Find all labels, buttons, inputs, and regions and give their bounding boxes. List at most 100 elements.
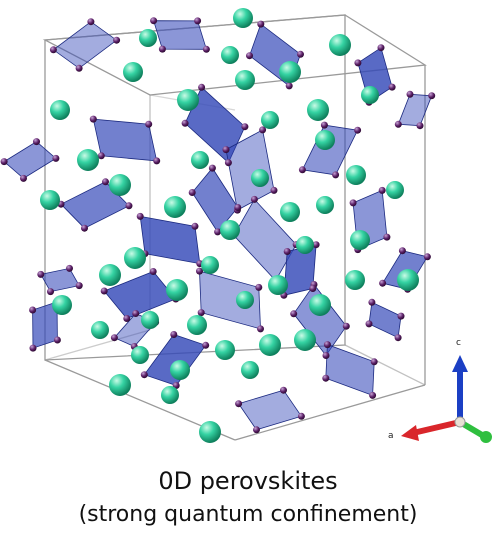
anion-atom — [298, 166, 306, 174]
anion-atom — [309, 285, 317, 292]
anion-atom — [20, 174, 27, 182]
octahedron — [368, 301, 402, 339]
cation-sphere — [350, 230, 370, 250]
cation-sphere — [397, 269, 419, 291]
anion-atom — [241, 123, 249, 131]
cation-sphere — [77, 149, 99, 171]
anion-atom — [255, 283, 263, 291]
cation-sphere — [109, 174, 131, 196]
cation-sphere — [279, 61, 301, 83]
c-axis-arrow — [452, 355, 468, 372]
anion-atom — [136, 212, 144, 220]
cation-sphere — [241, 361, 259, 379]
cation-sphere — [109, 374, 131, 396]
cation-sphere — [187, 315, 207, 335]
anion-atom — [398, 247, 406, 255]
anion-atom — [377, 44, 385, 52]
anion-atom — [406, 90, 414, 98]
octahedron — [139, 215, 201, 265]
anion-atom — [222, 146, 230, 154]
anion-atom — [87, 18, 95, 26]
anion-atom — [235, 400, 243, 408]
cation-sphere — [170, 360, 190, 380]
anion-atom — [123, 315, 131, 322]
anion-atoms-layer — [0, 17, 436, 434]
cation-sphere — [123, 62, 143, 82]
cation-sphere — [345, 270, 365, 290]
anion-atom — [132, 310, 140, 317]
anion-atom — [33, 138, 40, 146]
anion-atom — [75, 64, 83, 72]
anion-atom — [342, 322, 350, 330]
anion-atom — [383, 233, 391, 241]
anion-atom — [323, 341, 331, 349]
anion-atom — [257, 325, 264, 333]
anion-atom — [322, 352, 330, 359]
anion-atom — [354, 126, 362, 134]
anion-atom — [140, 371, 148, 379]
anion-atom — [285, 82, 293, 90]
a-axis-arrow — [401, 425, 419, 441]
anion-atom — [188, 189, 196, 196]
anion-atom — [423, 253, 431, 261]
anion-atom — [388, 83, 396, 91]
octahedron — [325, 344, 375, 396]
anion-atom — [283, 248, 291, 255]
anion-atom — [52, 154, 60, 162]
cation-sphere — [296, 236, 314, 254]
anion-atom — [332, 171, 340, 179]
cation-sphere — [268, 275, 288, 295]
anion-atom — [170, 331, 178, 338]
anion-atom — [224, 159, 232, 167]
anion-atom — [97, 152, 105, 160]
cation-sphere — [201, 256, 219, 274]
anion-atom — [257, 20, 265, 28]
anion-atom — [394, 334, 402, 342]
anion-atom — [194, 17, 202, 25]
anion-atom — [202, 45, 210, 53]
cation-sphere — [166, 279, 188, 301]
anion-atom — [81, 224, 88, 232]
a-axis-label: a — [388, 431, 394, 441]
anion-atom — [246, 52, 253, 60]
cation-sphere — [235, 70, 255, 90]
cation-sphere — [259, 334, 281, 356]
anion-atom — [197, 309, 205, 317]
anion-atom — [202, 341, 210, 349]
anion-atom — [290, 310, 298, 318]
cation-sphere — [280, 202, 300, 222]
cation-sphere — [346, 165, 366, 185]
b-axis-tip — [480, 431, 492, 443]
anion-atom — [322, 374, 330, 382]
cation-sphere — [131, 346, 149, 364]
anion-atom — [397, 312, 405, 320]
cation-sphere — [215, 340, 235, 360]
anion-atom — [196, 267, 203, 275]
anion-atom — [354, 59, 362, 67]
anion-atom — [198, 83, 206, 91]
anion-atom — [125, 202, 133, 210]
cation-sphere — [199, 421, 221, 443]
cation-sphere — [307, 99, 329, 121]
anion-atom — [234, 204, 242, 211]
anion-atom — [253, 426, 260, 434]
anion-atom — [113, 36, 121, 44]
anion-atom — [181, 119, 189, 127]
octahedron — [153, 20, 207, 50]
octahedron — [40, 267, 80, 293]
axis-origin — [454, 416, 466, 428]
cation-sphere — [309, 294, 331, 316]
anion-atom — [280, 386, 287, 394]
anion-atom — [102, 178, 109, 186]
anion-atom — [89, 115, 97, 123]
cation-sphere — [141, 311, 159, 329]
cation-sphere — [236, 291, 254, 309]
cation-sphere — [191, 151, 209, 169]
anion-atom — [47, 288, 54, 296]
caption-subtitle: (strong quantum confinement) — [78, 502, 418, 527]
octahedron — [52, 21, 118, 69]
cation-sphere — [161, 386, 179, 404]
anion-atom — [150, 17, 158, 25]
cation-sphere — [40, 190, 60, 210]
anion-atom — [208, 164, 216, 172]
